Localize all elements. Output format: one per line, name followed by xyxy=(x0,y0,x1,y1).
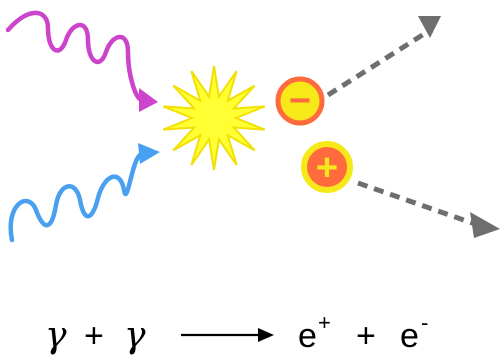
reaction-equation: γ + γ e + + e - xyxy=(45,310,428,356)
photon-wave-upper xyxy=(8,13,142,100)
reaction-arrowhead xyxy=(258,328,274,342)
positron-track-arrowhead xyxy=(470,212,500,238)
positron-icon: + xyxy=(304,144,350,190)
electron-icon: − xyxy=(278,79,322,123)
positron-symbol: + xyxy=(316,147,338,189)
positron-track xyxy=(358,183,478,225)
photon-arrowhead-upper xyxy=(139,88,158,112)
photon-wave-lower xyxy=(11,155,140,240)
photon-arrowhead-lower xyxy=(138,143,160,164)
collision-burst-icon xyxy=(163,66,264,170)
equation-plus-2: + xyxy=(356,317,376,355)
equation-e-1-superscript: + xyxy=(318,310,331,335)
electron-symbol: − xyxy=(289,80,311,122)
equation-gamma-2: γ xyxy=(124,315,146,356)
equation-gamma-1: γ xyxy=(45,315,67,356)
equation-e-2: e xyxy=(400,317,419,355)
equation-e-1: e xyxy=(298,317,317,355)
equation-e-2-superscript: - xyxy=(421,310,428,335)
electron-track xyxy=(328,34,424,95)
equation-plus-1: + xyxy=(84,317,104,355)
